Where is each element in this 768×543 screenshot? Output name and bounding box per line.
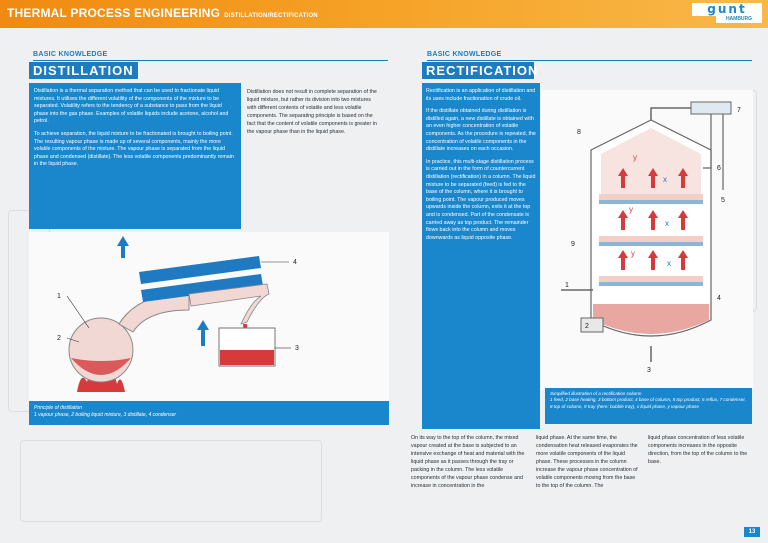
base-heating [580, 317, 604, 333]
figure-label-6: 6 [717, 165, 721, 172]
figure-label-2: 2 [57, 335, 61, 342]
distillation-intro-box: Distillation is a thermal separation met… [29, 83, 241, 229]
tray-liquid [599, 236, 703, 242]
header-subtitle: DISTILLATION/RECTIFICATION [224, 13, 318, 19]
distillation-caption: Principle of distillation 1 vapour phase… [29, 401, 389, 425]
figure-label-1: 1 [565, 282, 569, 289]
intro-paragraph-3: In practice, this multi-stage distillati… [426, 158, 536, 241]
figure-label-9: 9 [571, 241, 575, 248]
tray-liquid [599, 194, 703, 200]
distillation-side-text: Distillation does not result in complete… [247, 89, 377, 135]
bottom-text-col-2: liquid phase. At the same time, the cond… [536, 435, 638, 489]
caption-title: Principle of distillation [34, 405, 83, 411]
condenser-lower [141, 274, 263, 302]
left-section-title: DISTILLATION [29, 62, 138, 79]
vapour-outlet-pipe [650, 107, 691, 120]
reflux-line [703, 114, 712, 169]
figure-label-4: 4 [293, 259, 297, 266]
logo-sub: HAMBURG [716, 16, 762, 23]
vapour-phase-letter: y [629, 205, 633, 214]
intro-paragraph-2: If the distillate obtained during distil… [426, 108, 536, 153]
right-kicker: BASIC KNOWLEDGE [427, 51, 502, 58]
right-section-title: RECTIFICATION [422, 62, 537, 79]
caption-legend: 1 feed, 2 base heating, 3 bottom product… [550, 397, 746, 409]
intro-paragraph-2: To achieve separation, the liquid mixtur… [34, 130, 234, 168]
distillation-figure: 1 2 3 4 [29, 232, 389, 402]
tray [599, 242, 703, 246]
vapour-phase-letter: y [631, 249, 635, 258]
condenser [139, 256, 261, 284]
figure-label-2: 2 [585, 323, 589, 330]
liquid-phase-letter: x [665, 219, 669, 228]
logo-main: gunt [692, 3, 762, 16]
vapour-arrows [618, 168, 688, 270]
liquid-phase-letter: x [663, 175, 667, 184]
left-kicker: BASIC KNOWLEDGE [33, 51, 108, 58]
distillate-tube [188, 283, 270, 325]
intro-paragraph-1: Distillation is a thermal separation met… [34, 88, 229, 125]
tray [599, 282, 703, 286]
page-number: 13 [744, 527, 760, 537]
caption-legend: 1 vapour phase, 2 boiling liquid mixture… [34, 412, 177, 418]
distillate-liquid [220, 350, 274, 365]
column-top [601, 128, 701, 200]
figure-label-5: 5 [721, 197, 725, 204]
condenser-7 [690, 101, 732, 115]
figure-label-3: 3 [647, 367, 651, 374]
flask-neck [118, 293, 190, 333]
bottom-text-col-1: On its way to the top of the column, the… [411, 435, 525, 489]
vapour-phase-letter: y [633, 153, 637, 162]
figure-label-4: 4 [717, 295, 721, 302]
boiling-liquid [71, 358, 131, 375]
tray-liquid [599, 276, 703, 282]
caption-title: Simplified illustration of a rectificati… [550, 391, 642, 396]
arrow-up-icon [197, 320, 209, 346]
arrow-up-icon [117, 236, 129, 258]
rectification-caption: Simplified illustration of a rectificati… [545, 388, 752, 424]
tray [599, 200, 703, 204]
figure-label-8: 8 [577, 129, 581, 136]
figure-label-7: 7 [737, 107, 741, 114]
rectification-intro-box: Rectification is an application of disti… [422, 83, 540, 429]
figure-label-1: 1 [57, 293, 61, 300]
right-rule [427, 60, 752, 61]
bottom-text-col-3: liquid phase concentration of less volat… [648, 435, 748, 465]
liquid-phase-letter: x [667, 259, 671, 268]
column-base-liquid [593, 304, 709, 334]
left-rule [33, 60, 388, 61]
figure-label-3: 3 [295, 345, 299, 352]
gunt-logo: gunt HAMBURG [692, 3, 762, 23]
intro-paragraph-1: Rectification is an application of disti… [426, 88, 536, 102]
rectification-figure: y x y x y x 1 2 3 4 5 6 7 8 9 [541, 90, 753, 390]
background-sketch [20, 440, 322, 522]
